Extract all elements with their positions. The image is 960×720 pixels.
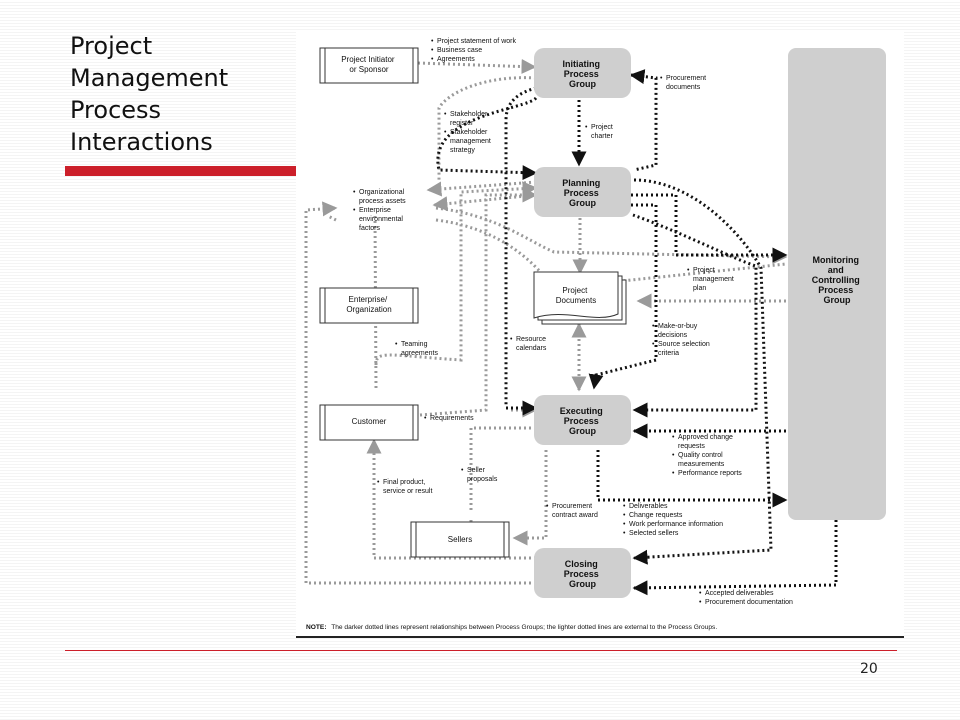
initiator-box: Project Initiator or Sponsor xyxy=(319,47,419,84)
svg-text:Project Initiator or Spo: Project Initiator or Sponsor xyxy=(341,55,397,74)
diagram-note: NOTE: The darker dotted lines represent … xyxy=(306,624,717,631)
initiating-process-group: Initiating Process Group xyxy=(534,48,631,98)
group-label: and xyxy=(828,265,844,275)
entity-label: Sellers xyxy=(448,535,472,544)
seller-proposals-annotation: •Seller proposals xyxy=(461,467,498,483)
entity-label: Customer xyxy=(352,417,387,426)
group-label: Monitoring xyxy=(812,255,859,265)
title-line: Project xyxy=(70,32,153,60)
group-label: Group xyxy=(569,426,596,436)
svg-text:Closing Process Gr: Closing Process Group xyxy=(564,559,602,589)
title-line: Process xyxy=(70,96,162,124)
title-line: Interactions xyxy=(70,128,213,156)
svg-text:Planning Process G: Planning Process Group xyxy=(562,178,603,208)
approved-changes-annotation: •Approved change requests •Quality contr… xyxy=(672,434,742,477)
sellers-box: Sellers xyxy=(410,521,510,558)
group-label: Executing xyxy=(560,406,603,416)
project-documents: Project Documents xyxy=(533,271,627,325)
stakeholder-annotation: •Stakeholder register •Stakeholder manag… xyxy=(444,111,493,154)
group-label: Process xyxy=(564,416,599,426)
group-label: Process xyxy=(564,188,599,198)
initiator-outputs-annotation: •Project statement of work •Business cas… xyxy=(431,38,518,63)
teaming-annotation: •Teaming agreements xyxy=(395,341,438,357)
group-label: Group xyxy=(824,295,851,305)
group-label: Process xyxy=(818,285,853,295)
group-label: Planning xyxy=(562,178,600,188)
entity-label: Organization xyxy=(346,305,391,314)
accepted-deliverables-annotation: •Accepted deliverables •Procurement docu… xyxy=(699,590,793,606)
requirements-annotation: •Requirements xyxy=(424,415,474,422)
entity-label: Enterprise/ xyxy=(349,295,388,304)
pm-plan-annotation: •Project management plan xyxy=(687,267,736,292)
resource-calendars-annotation: •Resource calendars xyxy=(510,336,548,352)
make-or-buy-annotation: •Make-or-buy decisions •Source selection… xyxy=(652,323,712,357)
svg-text:Initiating Process: Initiating Process Group xyxy=(562,59,602,89)
svg-text:Executing Process: Executing Process Group xyxy=(560,406,606,436)
title-accent-bar xyxy=(65,166,298,176)
title-line: Management xyxy=(70,64,229,92)
monitoring-controlling-process-group: Monitoring and Controlling Process Group xyxy=(788,48,886,520)
group-label: Process xyxy=(564,569,599,579)
process-group-connectors xyxy=(436,69,838,596)
final-product-annotation: •Final product, service or result xyxy=(377,479,432,495)
project-charter-annotation: •Project charter xyxy=(585,124,615,140)
enterprise-box: Enterprise/ Organization xyxy=(319,287,419,324)
group-label: Process xyxy=(564,69,599,79)
group-label: Group xyxy=(569,579,596,589)
entity-label: Project xyxy=(562,286,588,295)
closing-process-group: Closing Process Group xyxy=(534,548,631,598)
process-interaction-diagram: Initiating Process Group Planning Proces… xyxy=(304,38,886,631)
customer-box: Customer xyxy=(319,404,419,441)
entity-label: Project Initiator xyxy=(341,55,395,64)
entity-label: Documents xyxy=(556,296,596,305)
svg-text:Monitoring and Con: Monitoring and Controlling Process Group xyxy=(812,255,863,305)
group-label: Group xyxy=(569,198,596,208)
deliverables-annotation: •Deliverables •Change requests •Work per… xyxy=(623,503,725,537)
svg-text:Sellers: Sellers xyxy=(448,535,472,544)
panel-bottom-rule xyxy=(296,636,904,638)
procurement-award-annotation: •Procurement contract award xyxy=(546,503,598,519)
annotations: •Project statement of work •Business cas… xyxy=(353,38,793,606)
group-label: Initiating xyxy=(562,59,600,69)
planning-process-group: Planning Process Group xyxy=(534,167,631,217)
svg-text:Customer: Customer xyxy=(352,417,387,426)
slide-title: Project Management Process Interactions xyxy=(70,30,290,158)
org-assets-annotation: •Organizational process assets •Enterpri… xyxy=(353,189,408,232)
group-label: Group xyxy=(569,79,596,89)
svg-text:Project Documents: Project Documents xyxy=(556,286,596,305)
group-label: Closing xyxy=(565,559,598,569)
footer-rule xyxy=(65,650,897,651)
svg-text:Enterprise/ Organization: Enterprise/ Organization xyxy=(346,295,391,314)
page-number: 20 xyxy=(860,661,878,677)
group-label: Controlling xyxy=(812,275,860,285)
entity-label: or Sponsor xyxy=(349,65,388,74)
procurement-documents-annotation: •Procurement documents xyxy=(660,75,708,91)
executing-process-group: Executing Process Group xyxy=(534,395,631,445)
